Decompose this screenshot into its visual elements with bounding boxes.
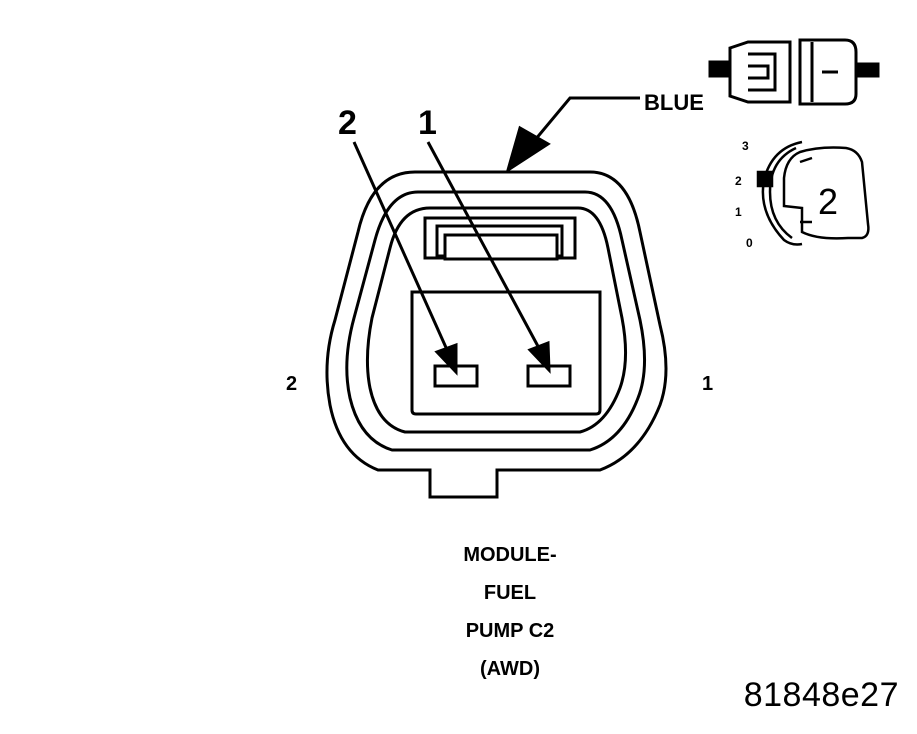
key-body [782,146,870,240]
dial-position-marker [756,170,774,188]
dial-scale-3: 3 [742,139,749,153]
pin-1-arrowhead [527,340,551,374]
color-callout-arrow [505,96,640,174]
cavity-frame [410,290,602,416]
dial-scale-2: 2 [735,174,742,188]
dial-scale-1: 1 [735,205,742,219]
connector-inner-shell [365,206,628,434]
connector-side-view-icon [708,38,880,106]
color-arrowhead [505,125,551,174]
caption-line-2: FUEL [483,582,537,604]
color-leader-line [533,96,640,141]
pin-1-leader-line [426,141,542,351]
caption-line-3: PUMP C2 [465,620,555,642]
side-label-left: 2 [286,373,297,395]
side-view-latch [748,52,777,92]
side-label-right: 1 [702,373,713,395]
pin-callout-arrows [352,141,551,376]
pin-2-callout-number: 2 [338,104,357,142]
dial-scale-0: 0 [746,236,753,250]
pin-1-callout-number: 1 [418,104,437,142]
lock-tab-bar [443,233,559,261]
figure-id: 81848e27 [743,676,899,714]
color-label: BLUE [644,90,704,115]
side-view-receptacle [798,38,858,106]
side-view-right-lead [854,62,880,78]
caption-line-4: (AWD) [480,658,540,680]
pin-2-arrowhead [434,342,458,376]
pin-2-leader-line [352,141,450,353]
side-view-plug [728,40,792,104]
connector-outer-shell [325,170,668,499]
caption-line-1: MODULE- [463,544,557,566]
dial-inner-arc [768,146,797,240]
key-dial-icon [756,140,870,246]
side-view-left-lead [708,60,732,78]
key-number: 2 [818,181,838,222]
connector-caption: MODULE- FUEL PUMP C2 (AWD) [380,536,640,688]
connector-middle-shell [345,190,647,452]
locking-tab [423,216,577,261]
connector-housing [325,170,668,499]
dial-arc [761,140,803,246]
key-notch [799,156,813,224]
